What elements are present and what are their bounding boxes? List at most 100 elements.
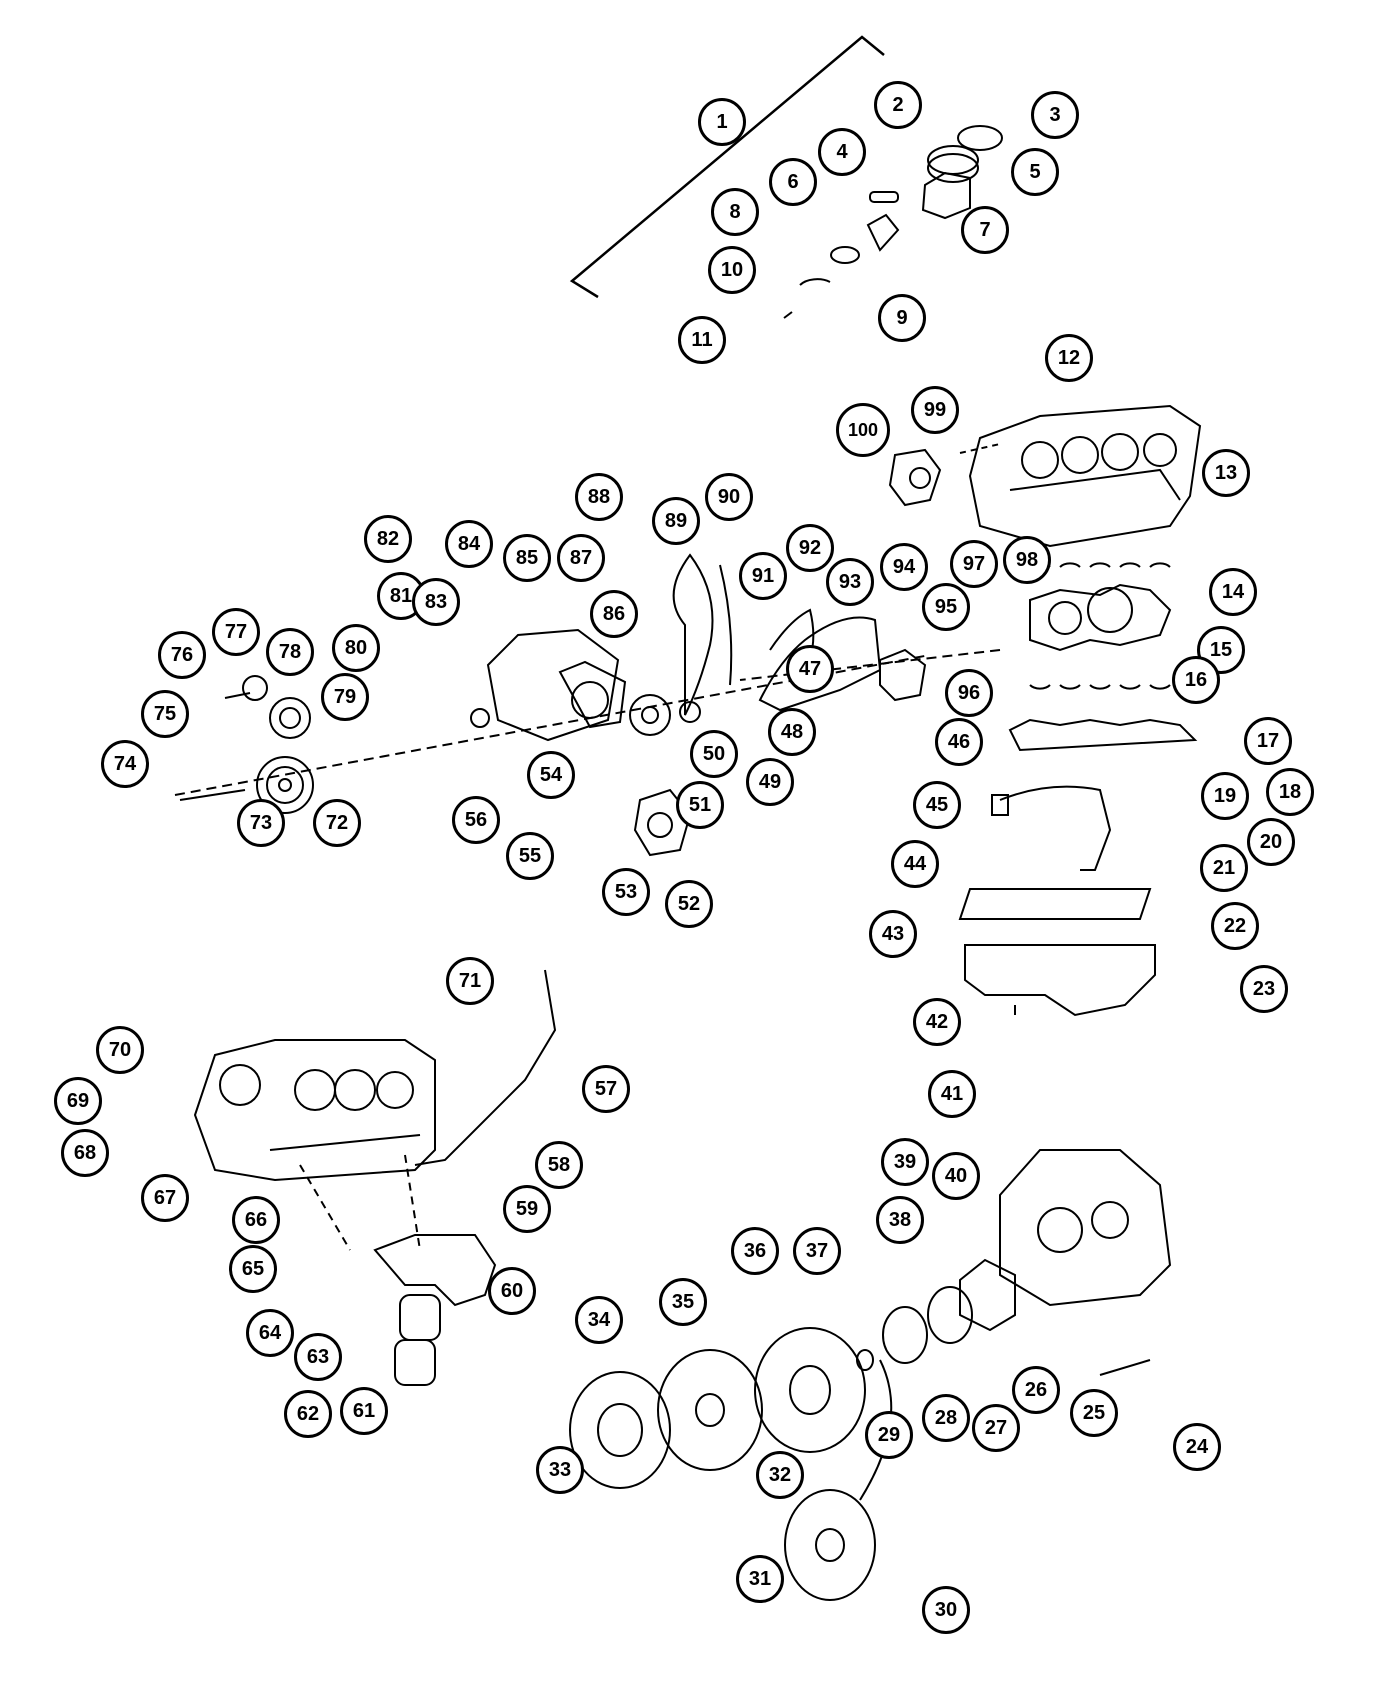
callout-76: 76 [158, 631, 206, 679]
callout-80: 80 [332, 624, 380, 672]
callout-34: 34 [575, 1296, 623, 1344]
callout-37: 37 [793, 1227, 841, 1275]
callout-62: 62 [284, 1390, 332, 1438]
callout-83: 83 [412, 578, 460, 626]
callout-54: 54 [527, 751, 575, 799]
callout-19: 19 [1201, 772, 1249, 820]
callout-24: 24 [1173, 1423, 1221, 1471]
callout-75: 75 [141, 690, 189, 738]
callout-73: 73 [237, 799, 285, 847]
callout-6: 6 [769, 158, 817, 206]
callout-58: 58 [535, 1141, 583, 1189]
callout-48: 48 [768, 708, 816, 756]
callout-65: 65 [229, 1245, 277, 1293]
callout-78: 78 [266, 628, 314, 676]
callout-26: 26 [1012, 1366, 1060, 1414]
callout-21: 21 [1200, 844, 1248, 892]
callout-47: 47 [786, 645, 834, 693]
callout-84: 84 [445, 520, 493, 568]
timing-components [174, 553, 931, 857]
callout-17: 17 [1244, 717, 1292, 765]
callout-52: 52 [665, 880, 713, 928]
callout-96: 96 [945, 669, 993, 717]
callout-42: 42 [913, 998, 961, 1046]
callout-57: 57 [582, 1065, 630, 1113]
callout-10: 10 [708, 246, 756, 294]
callout-50: 50 [690, 730, 738, 778]
callout-23: 23 [1240, 965, 1288, 1013]
callout-86: 86 [590, 590, 638, 638]
oil-pan-area [958, 785, 1156, 1017]
callout-1: 1 [698, 98, 746, 146]
callout-87: 87 [557, 534, 605, 582]
callout-13: 13 [1202, 449, 1250, 497]
callout-90: 90 [705, 473, 753, 521]
callout-99: 99 [911, 386, 959, 434]
callout-100: 100 [836, 403, 890, 457]
callout-66: 66 [232, 1196, 280, 1244]
callout-39: 39 [881, 1138, 929, 1186]
callout-71: 71 [446, 957, 494, 1005]
callout-25: 25 [1070, 1389, 1118, 1437]
callout-89: 89 [652, 497, 700, 545]
callout-5: 5 [1011, 148, 1059, 196]
callout-32: 32 [756, 1451, 804, 1499]
flywheel-clutch-area [569, 1149, 1172, 1601]
callout-60: 60 [488, 1267, 536, 1315]
callout-31: 31 [736, 1555, 784, 1603]
callout-41: 41 [928, 1070, 976, 1118]
callout-12: 12 [1045, 334, 1093, 382]
callout-4: 4 [818, 128, 866, 176]
callout-63: 63 [294, 1333, 342, 1381]
callout-38: 38 [876, 1196, 924, 1244]
engine-block-lower [193, 969, 557, 1386]
callout-94: 94 [880, 543, 928, 591]
callout-2: 2 [874, 81, 922, 129]
callout-22: 22 [1211, 902, 1259, 950]
callout-33: 33 [536, 1446, 584, 1494]
callout-43: 43 [869, 910, 917, 958]
callout-59: 59 [503, 1185, 551, 1233]
engine-block-upper [888, 404, 1202, 548]
callout-40: 40 [932, 1152, 980, 1200]
callout-9: 9 [878, 294, 926, 342]
callout-56: 56 [452, 796, 500, 844]
callout-18: 18 [1266, 768, 1314, 816]
callout-68: 68 [61, 1129, 109, 1177]
callout-27: 27 [972, 1404, 1020, 1452]
callout-61: 61 [340, 1387, 388, 1435]
callout-46: 46 [935, 718, 983, 766]
callout-36: 36 [731, 1227, 779, 1275]
piston-rod-assembly-group [569, 35, 1003, 319]
callout-98: 98 [1003, 536, 1051, 584]
callout-16: 16 [1172, 656, 1220, 704]
callout-85: 85 [503, 534, 551, 582]
callout-67: 67 [141, 1174, 189, 1222]
callout-7: 7 [961, 206, 1009, 254]
callout-91: 91 [739, 552, 787, 600]
callout-55: 55 [506, 832, 554, 880]
callout-77: 77 [212, 608, 260, 656]
callout-69: 69 [54, 1077, 102, 1125]
callout-14: 14 [1209, 568, 1257, 616]
callout-92: 92 [786, 524, 834, 572]
callout-8: 8 [711, 188, 759, 236]
callout-11: 11 [678, 316, 726, 364]
callout-35: 35 [659, 1278, 707, 1326]
callout-28: 28 [922, 1394, 970, 1442]
callout-95: 95 [922, 583, 970, 631]
callout-93: 93 [826, 558, 874, 606]
callout-82: 82 [364, 515, 412, 563]
callout-79: 79 [321, 673, 369, 721]
callout-3: 3 [1031, 91, 1079, 139]
crankshaft-area [739, 562, 1198, 752]
callout-20: 20 [1247, 818, 1295, 866]
callout-49: 49 [746, 758, 794, 806]
callout-72: 72 [313, 799, 361, 847]
crank-pulley-area [179, 675, 490, 814]
callout-97: 97 [950, 540, 998, 588]
callout-44: 44 [891, 840, 939, 888]
callout-53: 53 [602, 868, 650, 916]
callout-45: 45 [913, 781, 961, 829]
